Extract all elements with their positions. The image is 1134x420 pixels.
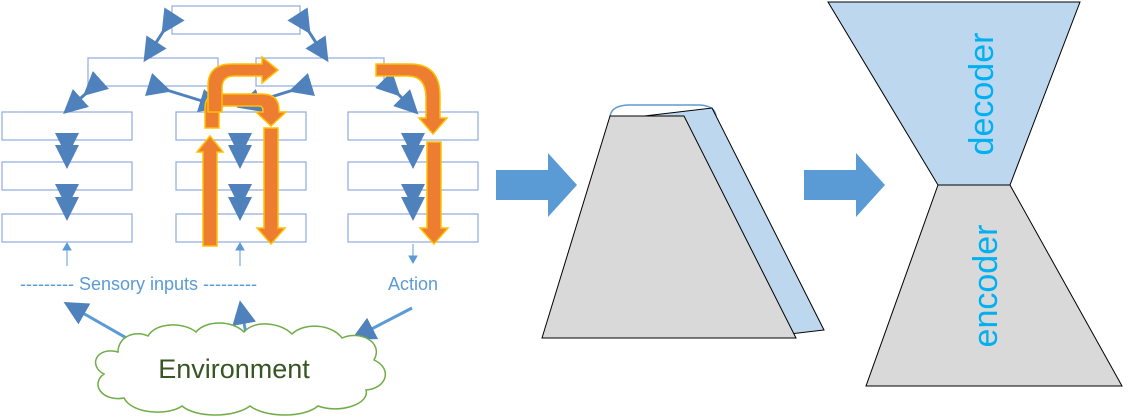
node-mid-left	[87, 57, 219, 87]
node-col1-row2	[1, 161, 133, 191]
node-col3-row2	[347, 161, 479, 191]
blue-layer-top-edge	[609, 104, 717, 117]
node-col3-row3	[347, 213, 479, 243]
flow-loop-outer	[207, 55, 280, 113]
gray-front-trapezoid	[541, 115, 797, 339]
node-col3-row1	[347, 111, 479, 141]
encoder-label: encoder	[967, 225, 1005, 348]
action-label: Action	[388, 274, 438, 294]
encoder-trapezoid	[865, 184, 1123, 387]
encoder-decoder-hourglass: decoder encoder	[827, 1, 1123, 387]
flow-up-arrow	[195, 134, 225, 247]
environment-cloud	[94, 322, 386, 416]
flow-col3-curve	[375, 63, 449, 136]
orange-flow-arrows	[195, 55, 450, 247]
node-col2-row1	[175, 111, 307, 141]
io-arrows	[62, 241, 418, 266]
decoder-label: decoder	[963, 33, 1001, 156]
node-top	[171, 5, 301, 35]
environment-label: Environment	[158, 354, 310, 384]
transition-arrow-2	[804, 153, 885, 217]
stacked-trapezoid	[541, 104, 825, 339]
transition-arrow-1	[496, 153, 577, 217]
decoder-trapezoid	[827, 1, 1081, 186]
hierarchy-network: --------- Sensory inputs --------- Actio…	[1, 5, 479, 416]
node-col2-row2	[175, 161, 307, 191]
flow-col3-down	[418, 141, 450, 246]
node-col1-row3	[1, 213, 133, 243]
node-col1-row1	[1, 111, 133, 141]
sensory-inputs-label: --------- Sensory inputs ---------	[20, 274, 257, 294]
flow-down-arrow	[255, 127, 287, 246]
connection-arrows	[55, 7, 425, 221]
node-col2-row3	[175, 213, 307, 243]
